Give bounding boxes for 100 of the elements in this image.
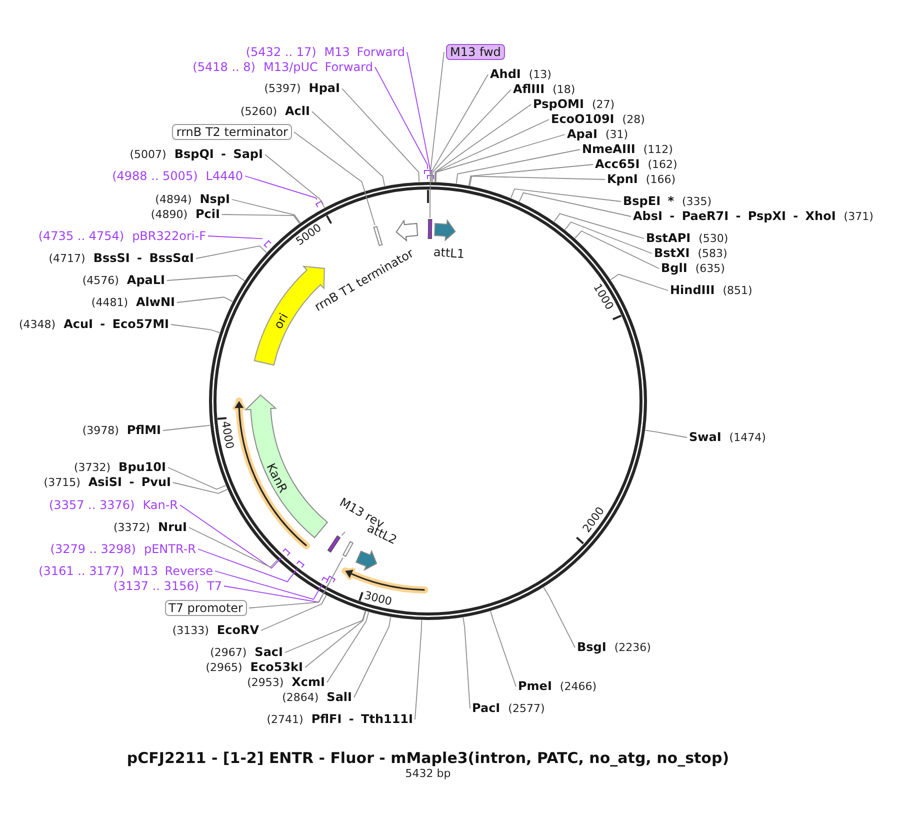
enzyme-name: NruI	[158, 520, 187, 534]
enzyme-name: SacI	[254, 645, 283, 659]
leader-line	[429, 52, 444, 218]
cut-position: (2864)	[282, 691, 319, 705]
enzyme-name: XcmI	[292, 675, 325, 689]
cut-position: (2577)	[508, 702, 545, 716]
cut-position: (3978)	[82, 424, 119, 438]
enzyme-name: Acc65I	[595, 157, 640, 171]
cut-position: (166)	[646, 173, 676, 187]
enzyme-name: AbsI - PaeR7I - PspXI - XhoI	[633, 209, 836, 223]
leader-line	[166, 274, 246, 282]
cut-position: (27)	[592, 98, 615, 112]
leader-line	[341, 531, 346, 536]
primer-mark	[424, 170, 432, 174]
leader-line	[260, 594, 327, 631]
primer-position: (3137 .. 3156)	[113, 579, 200, 593]
cut-position: (3715)	[44, 476, 80, 490]
leader-line	[326, 612, 370, 683]
enzyme-name: AlwNI	[136, 295, 175, 309]
enzyme-name: AflIII	[513, 82, 545, 96]
primer-name: M13 Forward	[324, 45, 405, 59]
primer-position: (4988 .. 5005)	[112, 169, 198, 183]
enzyme-name: KpnI	[607, 172, 638, 186]
enzyme-name: BspEI *	[623, 194, 674, 208]
cut-position: (335)	[682, 195, 712, 209]
cut-position: (2967)	[210, 646, 247, 660]
leader-line	[284, 610, 366, 653]
leader-line	[248, 557, 344, 608]
cut-position: (635)	[695, 262, 725, 276]
cut-position: (583)	[698, 247, 728, 261]
enzyme-name: PmeI	[518, 679, 552, 693]
cut-position: (5397)	[264, 82, 301, 96]
enzyme-name: SwaI	[689, 430, 722, 444]
enzyme-name: ApaI	[567, 127, 598, 141]
leader-line	[518, 192, 632, 217]
cut-position: (162)	[648, 158, 678, 172]
cut-position: (5260)	[240, 105, 278, 119]
enzyme-name: PflFI - Tth111I	[311, 712, 413, 726]
primer-mark	[296, 560, 305, 568]
leader-line	[176, 296, 233, 303]
cut-position: (3133)	[172, 624, 209, 638]
primer-position: (3161 .. 3177)	[38, 564, 124, 578]
feature-label: rrnB T2 terminator	[172, 124, 292, 140]
leader-line	[610, 274, 668, 291]
sequence-length: 5432 bp	[405, 767, 451, 780]
primer-position: (4735 .. 4754)	[38, 229, 124, 243]
leader-line	[406, 52, 431, 174]
leader-line	[456, 149, 580, 184]
leader-line	[208, 236, 263, 240]
feature-label: KanR	[264, 461, 290, 495]
cut-position: (2741)	[266, 713, 304, 727]
enzyme-name: HpaI	[308, 81, 340, 95]
enzyme-name: HindIII	[670, 283, 715, 297]
leader-line	[294, 132, 376, 226]
leader-line	[162, 424, 210, 431]
leader-line	[490, 610, 516, 687]
leader-line	[188, 527, 278, 568]
enzyme-name: Eco53kI	[250, 660, 303, 674]
feature-label: T7 promoter	[164, 600, 247, 616]
enzyme-name: EcoO109I	[551, 112, 614, 126]
primer-position: (5432 .. 17)	[246, 45, 316, 59]
leader-line	[312, 111, 386, 186]
primer-name: M13 Reverse	[132, 564, 213, 578]
cut-position: (4481)	[91, 296, 128, 310]
primer-name: pBR322ori-F	[132, 229, 206, 243]
enzyme-name: PciI	[196, 207, 220, 221]
leader-line	[304, 610, 366, 668]
scale-label: 3000	[363, 590, 394, 608]
leader-line	[435, 134, 566, 182]
leader-line	[469, 176, 606, 186]
cut-position: (31)	[605, 128, 628, 142]
leader-line	[264, 154, 325, 208]
leader-line	[214, 570, 322, 600]
leader-line	[432, 89, 512, 182]
enzyme-name: PacI	[472, 701, 500, 715]
cut-position: (2965)	[206, 661, 242, 675]
cut-position: (1474)	[729, 431, 766, 445]
primer-mark	[282, 548, 290, 556]
leader-line	[374, 66, 428, 170]
cut-position: (4348)	[19, 318, 56, 332]
primer-position: (5418 .. 8)	[192, 60, 256, 74]
leader-line	[510, 188, 622, 202]
cut-position: (112)	[643, 143, 673, 157]
enzyme-name: PspOMI	[533, 97, 584, 111]
leader-line	[168, 467, 226, 490]
primer-name: T7	[207, 579, 222, 593]
cut-position: (371)	[844, 210, 874, 224]
primer-mark	[426, 174, 434, 180]
leader-line	[574, 230, 660, 269]
leader-line	[172, 482, 228, 494]
enzyme-name: AsiSI - PvuI	[88, 475, 171, 489]
cut-position: (2466)	[560, 680, 596, 694]
cut-position: (5007)	[130, 148, 166, 162]
enzyme-name: BssSI - BssSαI	[93, 251, 194, 265]
scale-label: 4000	[218, 420, 236, 450]
primer-mark	[328, 575, 336, 582]
primer-name: M13/pUC Forward	[263, 60, 373, 74]
leader-line	[222, 214, 300, 224]
cut-position: (530)	[698, 232, 728, 246]
enzyme-name: EcoRV	[216, 623, 259, 637]
